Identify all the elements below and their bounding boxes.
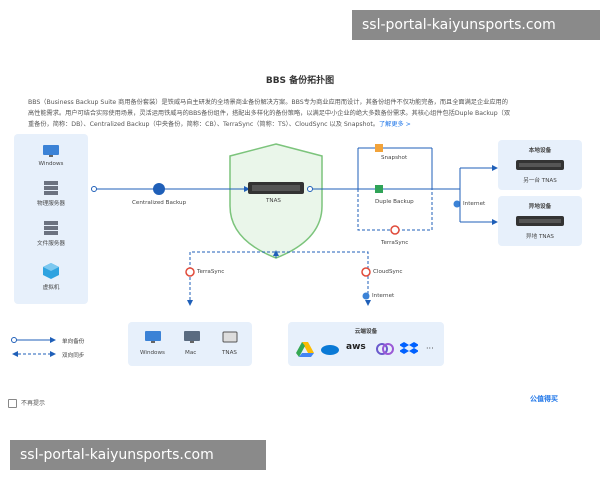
client-tnas-label: TNAS — [222, 350, 237, 356]
server-icon — [44, 181, 58, 195]
internet-right-node — [453, 200, 461, 208]
centralized-backup-label: Centralized Backup — [132, 200, 187, 206]
server-icon — [44, 221, 58, 235]
dont-remind-checkbox[interactable] — [8, 399, 17, 408]
sync-clients-box: Windows Mac TNAS — [128, 322, 252, 366]
pcloud-icon — [376, 343, 394, 355]
device-physical-server: 物理服务器 — [14, 180, 88, 207]
watermark-bottom: ssl-portal-kaiyunsports.com — [10, 440, 266, 470]
brand-watermark: 公值得买 — [530, 395, 558, 403]
offsite-device-header: 异地设备 — [528, 204, 552, 210]
device-label: 物理服务器 — [37, 201, 65, 207]
cloud-header: 云端设备 — [354, 329, 378, 335]
dialog-title: BBS 备份拓扑图 — [265, 76, 335, 86]
dropbox-icon — [400, 342, 418, 354]
centralized-backup-node — [153, 183, 165, 195]
local-device-box: 本地设备 另一台 TNAS — [498, 140, 582, 190]
device-file-server: 文件服务器 — [14, 220, 88, 247]
local-device-label: 另一台 TNAS — [523, 178, 557, 184]
terrasync-bottom-label: TerraSync — [197, 269, 225, 275]
description-line-2: 高性能需求。用户可结合实际使用场景，灵活运用铁威马的BBS备份组件，搭配出多样化… — [28, 110, 511, 117]
local-device-header: 本地设备 — [528, 148, 552, 154]
description-line-3: 重备份，简称：DB）、Centralized Backup（中央备份，简称：CB… — [28, 121, 411, 128]
source-devices-panel: Windows 物理服务器 文件服务器 虚拟机 — [14, 134, 88, 304]
onedrive-icon — [321, 345, 339, 355]
cube-icon — [43, 263, 59, 279]
device-label: 文件服务器 — [37, 241, 65, 247]
topology-diagram — [11, 143, 498, 357]
terrasync-bottom-node — [185, 267, 195, 277]
legend-two-way: 双向同步 — [62, 353, 85, 359]
terrasync-right-node — [390, 225, 400, 235]
nas-device-icon — [516, 216, 564, 226]
dont-remind-label: 不再提示 — [21, 400, 46, 407]
nas-device-icon — [516, 160, 564, 170]
nas-device-icon — [222, 331, 238, 343]
offsite-device-box: 异地设备 异地 TNAS — [498, 196, 582, 246]
link-start-dot — [91, 186, 97, 192]
duple-backup-label: Duple Backup — [375, 199, 414, 205]
dialog-description: BBS（Business Backup Suite 商用备份套装）是铁威马自主研… — [28, 97, 576, 130]
snapshot-label: Snapshot — [381, 155, 408, 161]
google-drive-icon — [296, 342, 314, 357]
terrasync-right-label: TerraSync — [381, 240, 409, 246]
internet-bottom-node — [362, 292, 370, 300]
device-vm: 虚拟机 — [14, 262, 88, 291]
cloudsync-node — [361, 267, 371, 277]
watermark-top: ssl-portal-kaiyunsports.com — [352, 10, 600, 40]
learn-more-link[interactable]: 了解更多 > — [378, 121, 411, 128]
tnas-center-label: TNAS — [266, 198, 281, 204]
client-windows-label: Windows — [140, 350, 165, 356]
monitor-icon — [145, 331, 161, 343]
description-line-1: BBS（Business Backup Suite 商用备份套装）是铁威马自主研… — [28, 99, 508, 106]
client-mac-label: Mac — [185, 350, 197, 356]
legend-one-way: 单向备份 — [62, 339, 85, 345]
internet-right-label: Internet — [463, 201, 486, 207]
device-windows: Windows — [14, 144, 88, 167]
aws-icon: aws — [346, 342, 366, 352]
snapshot-node — [375, 144, 383, 152]
cloudsync-label: CloudSync — [373, 269, 403, 275]
monitor-icon — [43, 145, 59, 157]
cloud-devices-box: 云端设备 aws ··· — [288, 322, 444, 366]
nas-device-icon — [248, 182, 304, 194]
device-label: 虚拟机 — [42, 285, 60, 291]
monitor-icon — [184, 331, 200, 343]
internet-bottom-label: Internet — [372, 293, 395, 299]
more-icon: ··· — [426, 344, 434, 353]
offsite-device-label: 异地 TNAS — [526, 234, 554, 240]
device-label: Windows — [38, 161, 64, 167]
duple-backup-node — [375, 185, 383, 193]
